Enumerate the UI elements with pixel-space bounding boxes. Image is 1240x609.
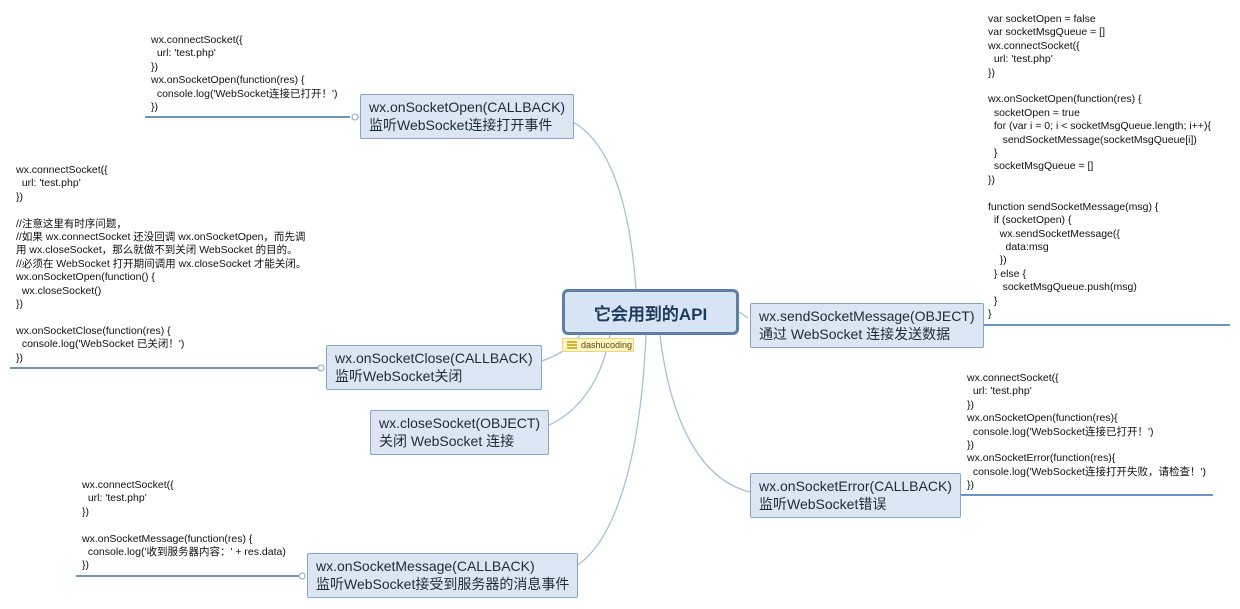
branch-on-socket-open [561, 116, 637, 290]
topic-desc: 监听WebSocket连接打开事件 [369, 117, 553, 133]
topic-title: wx.onSocketError(CALLBACK) [759, 478, 952, 494]
topic-desc: 监听WebSocket关闭 [335, 368, 463, 384]
note-on-socket-error: wx.connectSocket({ url: 'test.php' }) wx… [967, 372, 1206, 492]
root-title: 它会用到的API [593, 304, 708, 324]
topic-desc: 关闭 WebSocket 连接 [379, 433, 515, 449]
topic-on-socket-close[interactable]: wx.onSocketClose(CALLBACK) 监听WebSocket关闭 [326, 345, 542, 390]
label-icon [567, 341, 577, 349]
topic-desc: 监听WebSocket接受到服务器的消息事件 [316, 576, 570, 592]
topic-title: wx.closeSocket(OBJECT) [379, 415, 541, 431]
branch-on-socket-message [561, 334, 647, 573]
note-send-socket-message: var socketOpen = false var socketMsgQueu… [988, 13, 1211, 320]
note-on-socket-open: wx.connectSocket({ url: 'test.php' }) wx… [151, 34, 338, 114]
topic-on-socket-error[interactable]: wx.onSocketError(CALLBACK) 监听WebSocket错误 [750, 473, 961, 518]
topic-on-socket-message[interactable]: wx.onSocketMessage(CALLBACK) 监听WebSocket… [307, 553, 579, 598]
topic-desc: 监听WebSocket错误 [759, 496, 887, 512]
topic-title: wx.onSocketClose(CALLBACK) [335, 350, 533, 366]
note-close-dot [317, 364, 325, 372]
label-tag[interactable]: dashucoding [562, 338, 634, 352]
label-tag-text: dashucoding [581, 340, 633, 350]
note-on-socket-close: wx.connectSocket({ url: 'test.php' }) //… [16, 164, 307, 364]
note-on-socket-message: wx.connectSocket({ url: 'test.php' }) wx… [82, 479, 286, 572]
topic-close-socket[interactable]: wx.closeSocket(OBJECT) 关闭 WebSocket 连接 [370, 410, 550, 455]
branch-send-socket-message [738, 311, 749, 319]
note-message-dot [298, 572, 306, 580]
topic-title: wx.onSocketOpen(CALLBACK) [369, 99, 566, 115]
topic-desc: 通过 WebSocket 连接发送数据 [759, 326, 951, 342]
topic-title: wx.sendSocketMessage(OBJECT) [759, 308, 975, 324]
root-topic[interactable]: 它会用到的API [562, 289, 739, 335]
branch-on-socket-error [659, 334, 751, 493]
note-open-dot [351, 113, 359, 121]
topic-title: wx.onSocketMessage(CALLBACK) [316, 558, 535, 574]
topic-on-socket-open[interactable]: wx.onSocketOpen(CALLBACK) 监听WebSocket连接打… [360, 94, 575, 139]
topic-send-socket-message[interactable]: wx.sendSocketMessage(OBJECT) 通过 WebSocke… [750, 303, 984, 348]
